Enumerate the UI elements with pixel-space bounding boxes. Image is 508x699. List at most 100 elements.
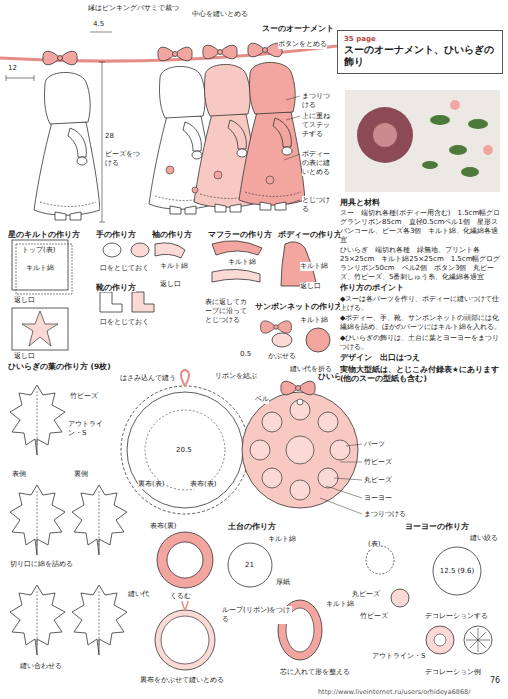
section-heading: ヨーヨーの作り方	[405, 522, 469, 531]
label-text: ベル	[255, 395, 269, 404]
label-text: 竹ビーズ	[70, 392, 98, 401]
label-text: キルト綿	[300, 262, 328, 271]
section-heading: 作り方のポイント	[340, 283, 502, 292]
leader-line	[320, 444, 362, 514]
label-text: リボンを結ぶ	[215, 372, 257, 381]
label-text: (表)	[368, 540, 380, 549]
label-text: 厚紙	[276, 578, 290, 587]
wreath	[242, 392, 358, 508]
quilt-square	[12, 308, 68, 350]
label-text: 口をとじておく	[100, 264, 149, 273]
section-heading: 袖の作り方	[152, 230, 192, 239]
wreath-base	[127, 392, 243, 508]
illustration-part	[422, 161, 438, 169]
leader-line	[284, 96, 300, 204]
bell	[297, 399, 303, 405]
label-text: まつりつける	[364, 510, 406, 519]
label-text: 表布(裏)	[150, 522, 176, 531]
bonnet-piece	[306, 328, 330, 352]
label-text: 縁はピンキングバサミで裁つ	[88, 4, 179, 13]
quilt-layer	[16, 244, 72, 294]
bow	[281, 381, 315, 395]
muffler	[212, 269, 260, 282]
foundation	[167, 542, 203, 578]
illustration-part	[330, 440, 350, 460]
section-heading: 手の作り方	[96, 230, 136, 239]
illustration-part	[450, 100, 460, 110]
sue-figure	[34, 72, 100, 220]
label-text: 縫い代	[128, 590, 149, 599]
yoyo-decoration	[426, 626, 454, 654]
yoyo-step	[391, 589, 409, 607]
label-text: http://www.liveinternet.ru/users/orhidey…	[318, 688, 470, 696]
section-heading: 靴の作り方	[96, 283, 136, 292]
section-heading: スーのオーナメント	[262, 24, 334, 34]
label-text: スー 端切れ各種(ボディー用含む) 1.5cm幅グログランリボン85cm 直径0…	[340, 209, 502, 244]
quilt-layer	[12, 240, 68, 290]
section-heading: ボディーの作り方	[278, 230, 342, 239]
node-text: 12.5 (9.6)	[440, 567, 474, 576]
illustration-part	[290, 480, 310, 500]
illustration-part	[266, 176, 274, 184]
page-tag: 35 page	[344, 35, 496, 44]
label-text: デコレーションする	[425, 612, 488, 621]
illustration-part	[262, 412, 282, 432]
illustration-part	[262, 468, 282, 488]
label-text: 芯に入れて形を整える	[280, 668, 350, 677]
photo	[345, 90, 500, 192]
label-text: 表に返してカーブに沿ってとじつける	[205, 298, 250, 324]
bow	[248, 43, 282, 57]
section-heading: 星のキルトの作り方	[8, 230, 80, 239]
label-text: 丸ビーズ	[352, 590, 380, 599]
label-text: 裏布をかぶせて縫いとめる	[140, 676, 224, 685]
yoyo-step	[366, 546, 394, 574]
star	[22, 311, 58, 346]
label-text: 縫い合わせる	[20, 662, 62, 671]
bonnet-piece	[261, 321, 292, 333]
label-text: 21	[245, 561, 254, 570]
label-text: 中心を縫いとめる	[192, 10, 248, 19]
illustration-part	[449, 145, 467, 155]
muffler	[212, 241, 262, 255]
shoe	[132, 292, 154, 312]
label-text: 表側	[12, 470, 26, 479]
section-heading: サンボンネットの作り方	[255, 302, 343, 311]
bow	[203, 45, 237, 59]
bow	[158, 47, 192, 61]
wreath-base	[145, 410, 225, 490]
label-text: 口をとじておく	[100, 318, 149, 327]
bow	[43, 51, 77, 65]
label-text: 上に重ねてステッチする	[302, 112, 336, 138]
label-text: 表布(表)	[190, 480, 216, 489]
label-text: 竹ビーズ	[364, 458, 392, 467]
bonnet-piece	[272, 333, 292, 347]
label-text: 竹ビーズ	[360, 612, 388, 621]
holly-leaf	[10, 585, 65, 655]
dimension-line	[6, 75, 34, 81]
label-text: 縫い絞る	[470, 534, 498, 543]
cardboard	[228, 543, 272, 587]
label-text: 20.5	[176, 446, 192, 455]
label-text: 76	[490, 676, 500, 686]
dimension-line	[99, 62, 105, 222]
label-text: アウトライン・S	[372, 652, 425, 661]
label-text: ボタンをとめる	[278, 40, 327, 49]
yoyo-decoration	[466, 628, 490, 652]
illustration-part	[468, 119, 488, 129]
shoe	[100, 292, 122, 312]
sleeve	[155, 243, 185, 258]
illustration-part	[290, 400, 310, 420]
label-text: ループ(リボン)をつける	[222, 606, 292, 624]
label-text: デコレーション例	[425, 668, 481, 677]
label-text: はさみ込んで縫う	[120, 374, 176, 383]
label-text: ビーズをつける	[105, 150, 145, 168]
flower	[166, 166, 274, 193]
section-heading: ひいらぎの葉の作り方 (9枚)	[8, 362, 111, 371]
title-box: 35 pageスーのオーナメント、ひいらぎの飾り	[337, 30, 503, 74]
label-text: キルト綿	[160, 262, 188, 271]
label-text: ◆スーは各パーツを作り、ボディーに縫いつけて仕上げる。	[340, 295, 502, 313]
label-text: ボディーの表に縫いとめる	[302, 150, 336, 176]
yoyo	[250, 400, 350, 500]
label-text: 返し口	[300, 282, 321, 291]
photo-leaves	[422, 115, 488, 177]
